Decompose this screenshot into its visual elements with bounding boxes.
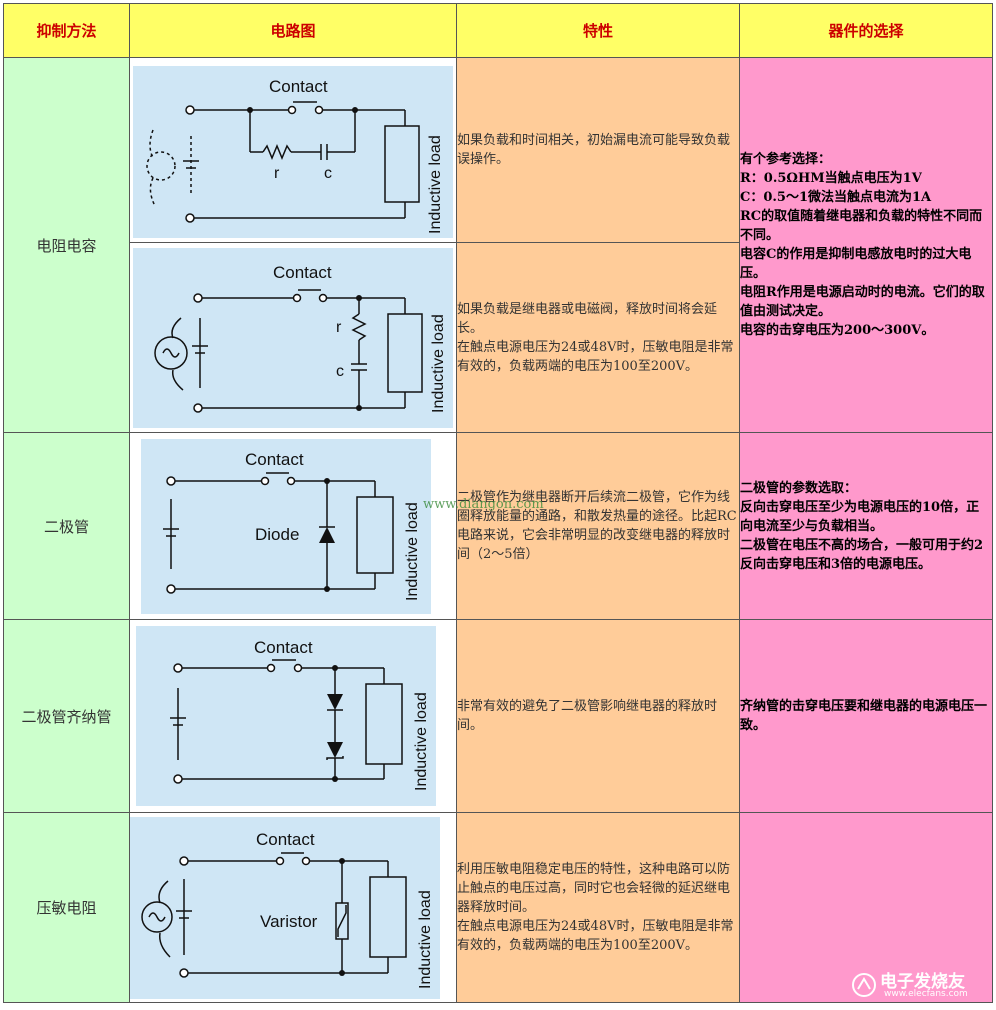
- contact-label: Contact: [256, 830, 315, 849]
- method-diode: 二极管: [3, 432, 130, 620]
- circuit-diode: Contact Diode Inductive load: [129, 432, 457, 620]
- selection-rc-line: 有个参考选择：: [740, 152, 832, 167]
- varistor-circuit-diagram: Contact Varistor Inductive load: [130, 816, 440, 999]
- site-logo: 电子发烧友 www.elecfans.com: [850, 965, 990, 1005]
- feature-zener-text: 非常有效的避免了二极管影响继电器的释放时间。: [457, 699, 718, 733]
- row-varistor: 压敏电阻: [3, 812, 993, 1003]
- varistor-label: Varistor: [260, 912, 318, 931]
- resistor-label: r: [336, 319, 342, 336]
- circuit-varistor: Contact Varistor Inductive load: [129, 812, 457, 1003]
- logo-url: www.elecfans.com: [884, 989, 968, 999]
- row-diode: 二极管: [3, 432, 993, 620]
- capacitor-label: c: [336, 363, 344, 380]
- watermark: www.diangon.com: [423, 497, 544, 512]
- capacitor-label: c: [324, 165, 332, 182]
- selection-rc-line: 电容C的作用是抑制电感放电时的过大电压。: [740, 247, 972, 281]
- selection-varistor: [739, 812, 993, 1003]
- load-label: Inductive load: [430, 314, 447, 413]
- contact-label: Contact: [254, 638, 313, 657]
- resistor-label: r: [274, 165, 280, 182]
- circuit-rc-2: Contact r c Inductive load: [129, 242, 457, 433]
- header-selection: 器件的选择: [739, 3, 993, 58]
- contact-label: Contact: [269, 77, 328, 96]
- method-varistor: 压敏电阻: [3, 812, 130, 1003]
- feature-diode-text: 二极管作为继电器断开后续流二极管，它作为线圈释放能量的通路，和散发热量的途径。比…: [457, 490, 737, 562]
- feature-varistor-text-b: 在触点电源电压为24或48V时，压敏电阻是非常有效的，负载两端的电压为100至2…: [457, 919, 734, 953]
- selection-zener: 齐纳管的击穿电压要和继电器的电源电压一致。: [739, 619, 993, 813]
- selection-rc-line: RC的取值随着继电器和负载的特性不同而不同。: [740, 209, 983, 243]
- rc-circuit-diagram-1: Contact r c Inductive load: [133, 66, 453, 238]
- feature-rc-2-text-a: 如果负载是继电器或电磁阀，释放时间将会延长。: [457, 301, 718, 336]
- header-feature: 特性: [456, 3, 740, 58]
- selection-rc-line: R：0.5ΩHM当触点电压为1V: [740, 171, 922, 186]
- feature-varistor: 利用压敏电阻稳定电压的特性，这种电路可以防止触点的电压过高，同时它也会轻微的延迟…: [456, 812, 740, 1003]
- selection-diode-line: 反向击穿电压至少为电源电压的10倍，正向电流至少与负载相当。: [740, 499, 980, 534]
- feature-diode: 二极管作为继电器断开后续流二极管，它作为线圈释放能量的通路，和散发热量的途径。比…: [456, 432, 740, 620]
- feature-rc-2-text-b: 在触点电源电压为24或48V时，压敏电阻是非常有效的，负载两端的电压为100至2…: [457, 339, 734, 374]
- feature-rc-1: 如果负载和时间相关，初始漏电流可能导致负载误操作。: [456, 57, 740, 243]
- load-label: Inductive load: [427, 135, 444, 234]
- method-zener: 二极管齐纳管: [3, 619, 130, 813]
- contact-label: Contact: [245, 450, 304, 469]
- header-row: 抑制方法 电路图 特性 器件的选择: [3, 3, 993, 58]
- logo-name: 电子发烧友: [880, 972, 965, 992]
- feature-zener: 非常有效的避免了二极管影响继电器的释放时间。: [456, 619, 740, 813]
- selection-rc-line: 电容的击穿电压为200～300V。: [740, 323, 935, 338]
- diode-circuit-diagram: Contact Diode Inductive load: [141, 438, 431, 614]
- selection-rc-line: C：0.5～1微法当触点电流为1A: [740, 190, 932, 205]
- load-label: Inductive load: [413, 692, 430, 791]
- feature-rc-1-text: 如果负载和时间相关，初始漏电流可能导致负载误操作。: [457, 133, 731, 167]
- method-rc: 电阻电容: [3, 57, 130, 433]
- feature-rc-2: 如果负载是继电器或电磁阀，释放时间将会延长。 在触点电源电压为24或48V时，压…: [456, 242, 740, 433]
- feature-varistor-text-a: 利用压敏电阻稳定电压的特性，这种电路可以防止触点的电压过高，同时它也会轻微的延迟…: [457, 862, 731, 915]
- circuit-rc-1: Contact r c Inductive load: [129, 57, 457, 243]
- row-rc-2: Contact r c Inductive load 如果负载是继电器或电磁阀，…: [4, 242, 993, 433]
- selection-rc-line: 电阻R作用是电源启动时的电流。它们的取值由测试决定。: [740, 285, 985, 319]
- selection-diode-line: 二极管在电压不高的场合，一般可用于约2反向击穿电压和3倍的电源电压。: [740, 537, 984, 572]
- selection-rc: 有个参考选择： R：0.5ΩHM当触点电压为1V C：0.5～1微法当触点电流为…: [739, 57, 993, 433]
- row-zener: 二极管齐纳管: [3, 619, 993, 813]
- selection-diode-line: 二极管的参数选取：: [740, 480, 858, 496]
- selection-zener-text: 齐纳管的击穿电压要和继电器的电源电压一致。: [740, 699, 988, 733]
- load-label: Inductive load: [417, 890, 434, 989]
- zener-circuit-diagram: Contact Inductive load: [136, 626, 436, 806]
- diode-label: Diode: [255, 525, 299, 544]
- header-method: 抑制方法: [3, 3, 130, 58]
- load-label: Inductive load: [404, 502, 421, 601]
- selection-diode: 二极管的参数选取： 反向击穿电压至少为电源电压的10倍，正向电流至少与负载相当。…: [739, 432, 993, 620]
- circuit-zener: Contact Inductive load: [129, 619, 457, 813]
- row-rc-1: 电阻电容: [3, 57, 993, 433]
- contact-label: Contact: [273, 263, 332, 282]
- suppression-table: 抑制方法 电路图 特性 器件的选择 电阻电容: [3, 3, 993, 1003]
- rc-circuit-diagram-2: Contact r c Inductive load: [133, 247, 453, 428]
- header-circuit: 电路图: [129, 3, 457, 58]
- logo-icon: [852, 973, 876, 997]
